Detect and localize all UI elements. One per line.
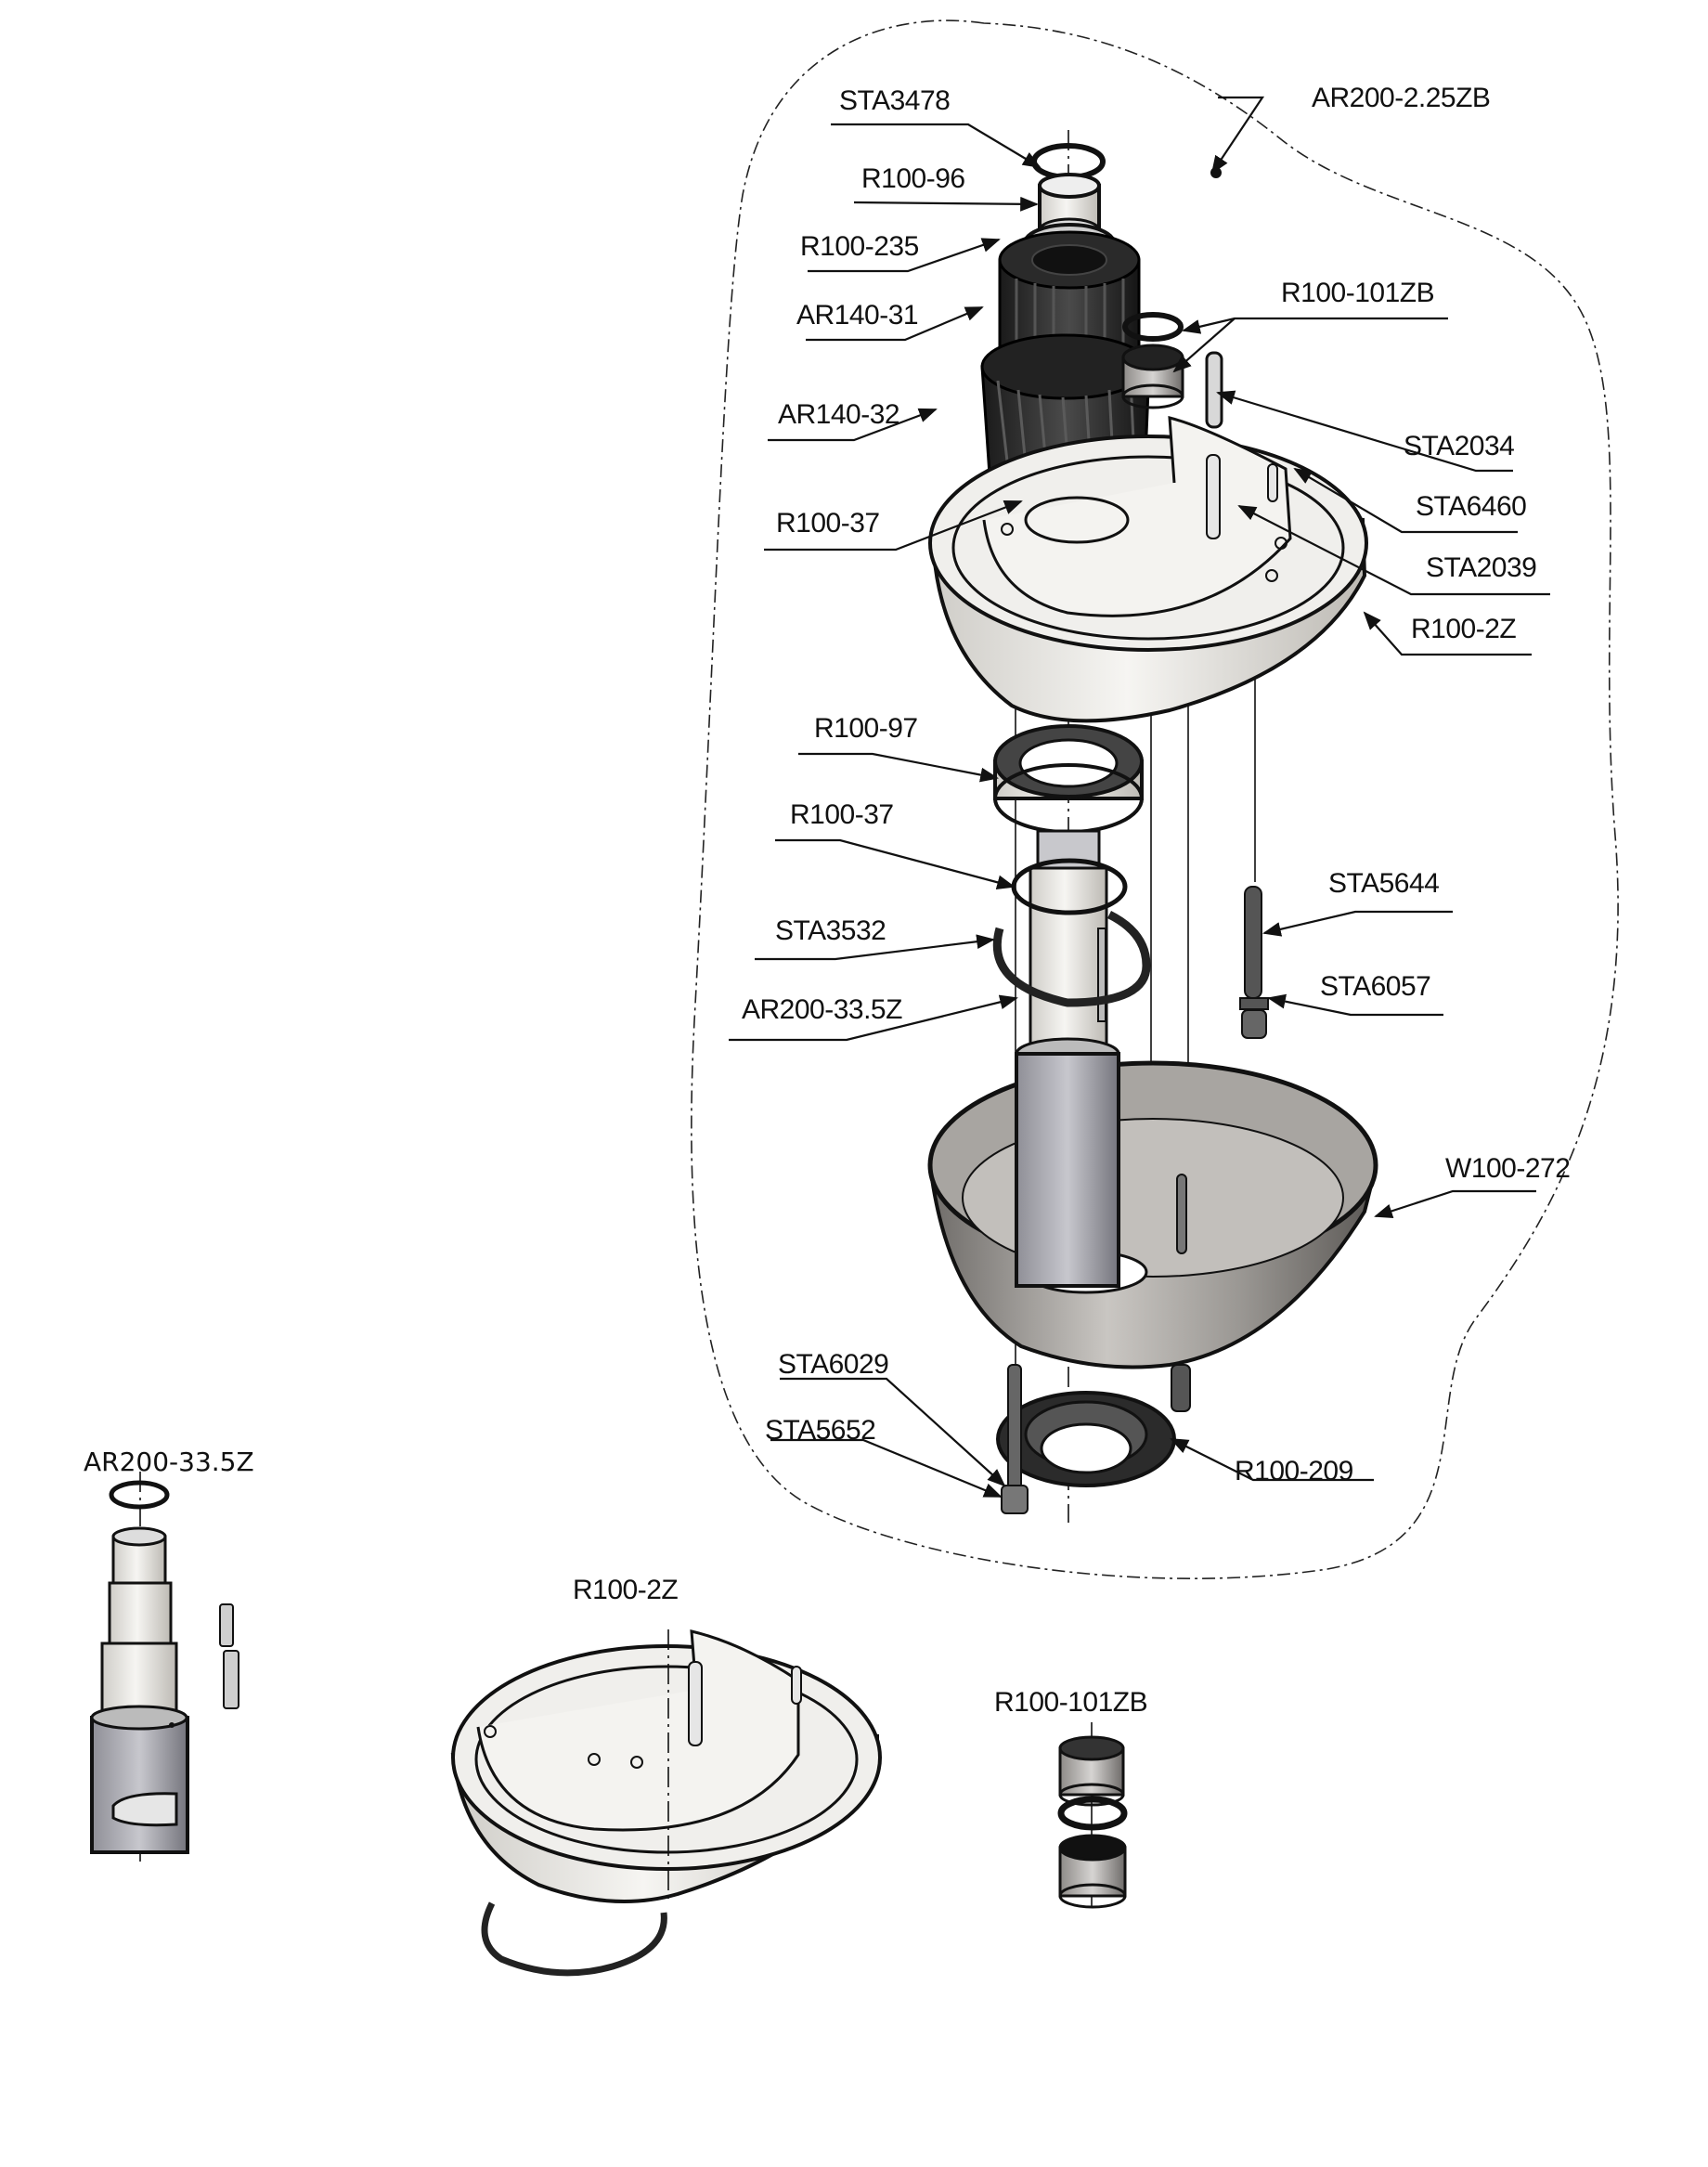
callout-ar200-2-25zb: AR200-2.25ZB: [1312, 83, 1490, 113]
detail-ar200-33-5z-shaft[interactable]: [90, 1472, 189, 1862]
part-w100-272-bowl[interactable]: [927, 1052, 1378, 1412]
part-r100-101zb-bushing-set[interactable]: [1121, 312, 1184, 409]
part-sta3532-circlip[interactable]: [992, 910, 1151, 1007]
detail-shaft-keys[interactable]: [219, 1603, 239, 1709]
detail-label-r100-101zb: R100-101ZB: [994, 1687, 1147, 1718]
assembly-pointer-dot: [1210, 167, 1222, 178]
part-r100-209-seal[interactable]: [996, 1391, 1176, 1487]
callout-w100-272: W100-272: [1445, 1153, 1570, 1184]
callout-sta2034: STA2034: [1404, 431, 1514, 461]
callout-sta3532: STA3532: [775, 915, 886, 946]
callout-r100-101zb: R100-101ZB: [1281, 278, 1434, 308]
assembly-boundary: [691, 19, 1619, 1579]
detail-r100-2z-circlip[interactable]: [481, 1901, 667, 1977]
callout-r100-97: R100-97: [814, 713, 918, 744]
callout-ar140-31: AR140-31: [796, 300, 918, 331]
part-r100-97-bearing[interactable]: [993, 724, 1144, 834]
part-sta5652-nut[interactable]: [1001, 1485, 1029, 1514]
part-r100-2z-housing[interactable]: [928, 416, 1368, 723]
callout-ar200-33-5z: AR200-33.5Z: [742, 994, 902, 1025]
callout-sta3478: STA3478: [839, 85, 950, 116]
callout-r100-37-lower: R100-37: [790, 799, 894, 830]
part-sta6057-nut[interactable]: [1239, 997, 1269, 1039]
callout-sta5652: STA5652: [765, 1415, 875, 1446]
leader-lines: [729, 96, 1550, 1499]
callout-sta6057: STA6057: [1320, 971, 1430, 1002]
detail-label-r100-2z: R100-2Z: [573, 1575, 678, 1605]
part-sta2034-pin[interactable]: [1205, 351, 1223, 429]
callout-ar140-32: AR140-32: [778, 399, 899, 430]
callout-r100-96: R100-96: [861, 163, 965, 194]
callout-r100-209: R100-209: [1235, 1456, 1353, 1486]
callout-r100-37-upper: R100-37: [776, 508, 880, 539]
callout-sta2039: STA2039: [1426, 552, 1536, 583]
detail-r100-101zb-bushing-set[interactable]: [1057, 1722, 1128, 1909]
part-sta6029-rod[interactable]: [1007, 1364, 1022, 1491]
callout-sta6029: STA6029: [778, 1349, 888, 1380]
part-sta5644-stud[interactable]: [1244, 886, 1262, 999]
callout-sta5644: STA5644: [1328, 868, 1439, 899]
callout-sta6460: STA6460: [1416, 491, 1526, 522]
detail-label-ar200-33-5z: AR200-33.5Z: [84, 1447, 254, 1477]
callout-r100-2z: R100-2Z: [1411, 614, 1516, 644]
callout-r100-235: R100-235: [800, 231, 919, 262]
detail-r100-2z-housing[interactable]: [450, 1629, 882, 1903]
